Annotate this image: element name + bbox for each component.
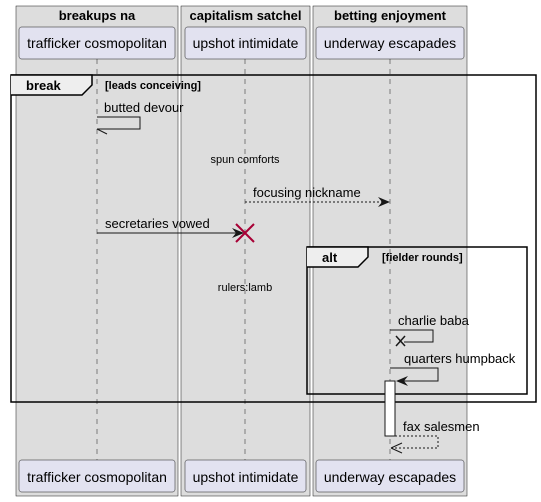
participant-label: trafficker cosmopolitan xyxy=(27,35,167,51)
activation-bar xyxy=(384,380,396,437)
participant-label: upshot intimidate xyxy=(193,35,299,51)
participant-label: trafficker cosmopolitan xyxy=(27,469,167,485)
box-title: betting enjoyment xyxy=(334,8,447,23)
message-label: focusing nickname xyxy=(253,185,361,200)
participant-upshot-intimidate-top[interactable]: upshot intimidate xyxy=(184,26,307,60)
message-label: fax salesmen xyxy=(403,419,480,434)
message-self-quarters-humpback: quarters humpback xyxy=(390,351,516,386)
delay-label: spun comforts xyxy=(210,154,280,166)
message-label: quarters humpback xyxy=(404,351,516,366)
arrow-head xyxy=(390,447,403,454)
arrow-head xyxy=(378,197,390,207)
arrow-head xyxy=(96,128,108,135)
fragment-keyword: alt xyxy=(322,250,338,265)
arrow-head xyxy=(390,442,403,449)
fragment-break: break [leads conceiving] xyxy=(10,74,537,403)
box-title: capitalism satchel xyxy=(190,8,302,23)
fragment-tab xyxy=(11,74,93,96)
message-self-charlie-baba: charlie baba xyxy=(390,313,470,347)
message-label: secretaries vowed xyxy=(105,216,210,231)
lost-mark xyxy=(395,335,406,347)
fragment-guard: [leads conceiving] xyxy=(105,80,201,92)
fragment-keyword: break xyxy=(26,78,61,93)
destroy-mark-upshot-intimidate xyxy=(235,223,255,243)
fragment-alt: alt [fielder rounds] xyxy=(306,246,528,395)
participant-underway-escapades-top[interactable]: underway escapades xyxy=(315,26,465,60)
participant-label: upshot intimidate xyxy=(193,469,299,485)
participant-trafficker-cosmopolitan-bottom[interactable]: trafficker cosmopolitan xyxy=(18,459,176,493)
participant-trafficker-cosmopolitan-top[interactable]: trafficker cosmopolitan xyxy=(18,26,176,60)
message-label: butted devour xyxy=(104,100,184,115)
fragment-guard: [fielder rounds] xyxy=(382,252,463,264)
fragment-tab xyxy=(307,246,369,268)
message-label: charlie baba xyxy=(398,313,470,328)
message-return-fax-salesmen: fax salesmen xyxy=(390,419,480,454)
message-self-butted-devour: butted devour xyxy=(96,100,184,135)
delay-label: rulers:lamb xyxy=(218,282,272,294)
participant-upshot-intimidate-bottom[interactable]: upshot intimidate xyxy=(184,459,307,493)
box-title: breakups na xyxy=(59,8,136,23)
participant-label: underway escapades xyxy=(324,469,456,485)
message-focusing-nickname: focusing nickname xyxy=(245,185,390,207)
participant-label: underway escapades xyxy=(324,35,456,51)
message-secretaries-vowed: secretaries vowed xyxy=(97,216,244,238)
box-capitalism-satchel: capitalism satchel xyxy=(180,5,311,497)
arrow-head xyxy=(396,376,408,386)
participant-underway-escapades-bottom[interactable]: underway escapades xyxy=(315,459,465,493)
arrow-head xyxy=(232,228,244,238)
